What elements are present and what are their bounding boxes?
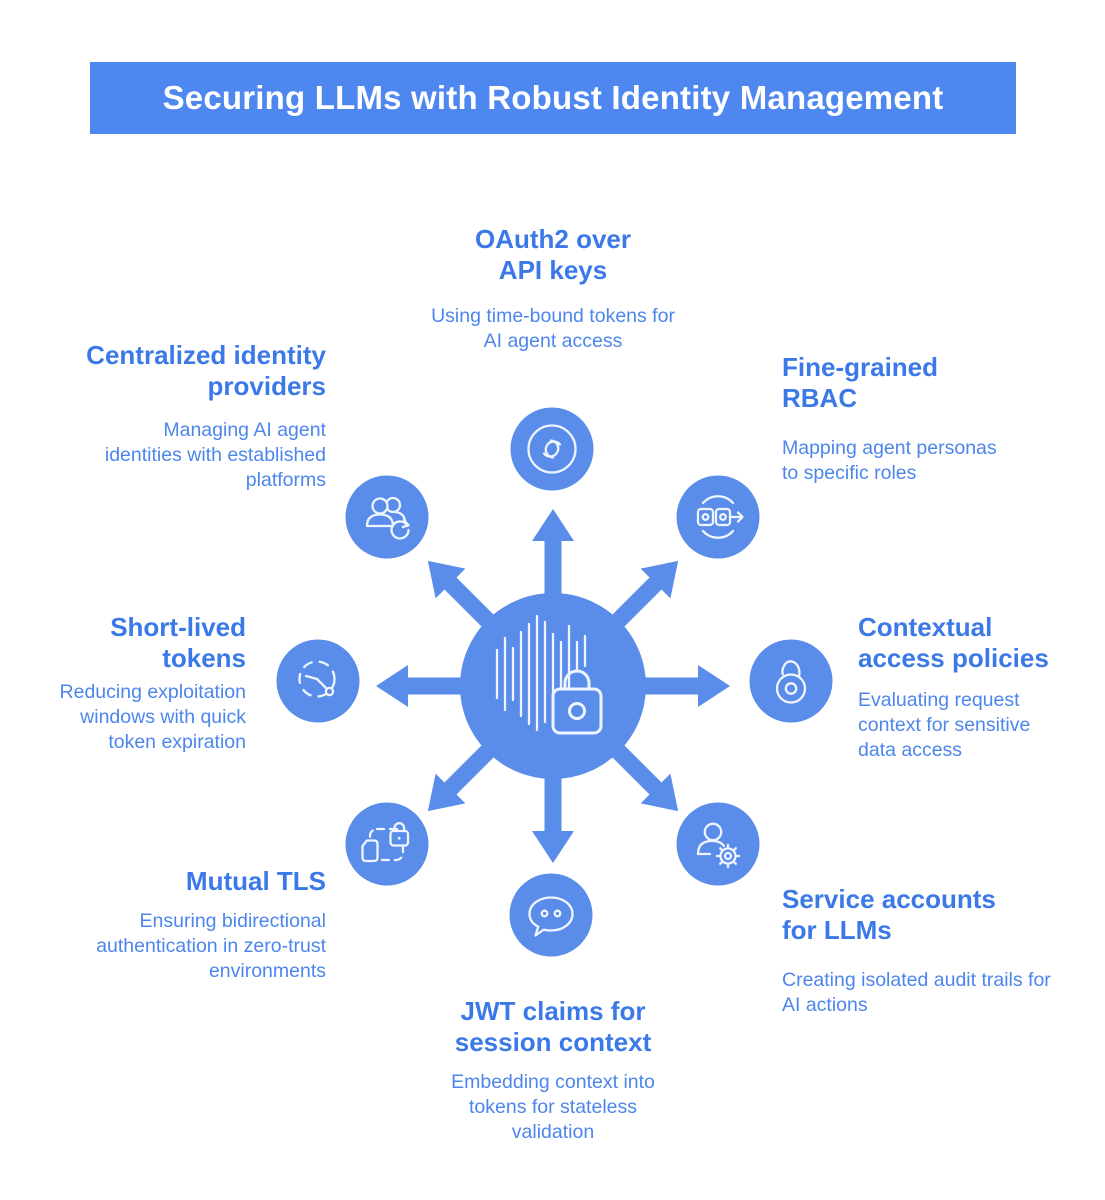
node-circle-contextual (749, 639, 833, 723)
central-hub (460, 593, 646, 779)
node-heading: Fine-grained RBAC (782, 352, 939, 414)
node-circle-jwt (509, 873, 593, 957)
node-circle-short-lived (276, 639, 360, 723)
node-circle-oauth2 (510, 407, 594, 491)
document-lock-icon (361, 822, 410, 863)
node-description: Managing AI agent identities with establ… (104, 419, 326, 492)
node-heading: Centralized identity providers (86, 340, 326, 402)
users-sync-icon (365, 496, 410, 540)
node-heading: Short-lived tokens (110, 612, 246, 674)
node-label-mutual-tls: Mutual TLS Ensuring bidirectional authen… (66, 866, 326, 984)
node-label-contextual-access-policies: Contextual access policies Evaluating re… (858, 612, 1068, 763)
arrow-down (532, 742, 574, 863)
node-description: Embedding context into tokens for statel… (451, 1071, 655, 1144)
title-banner: Securing LLMs with Robust Identity Manag… (90, 62, 1016, 134)
arrow-right (609, 665, 730, 707)
expiring-clock-icon (298, 660, 336, 698)
user-gear-icon (696, 822, 741, 869)
node-description: Reducing exploitation windows with quick… (59, 681, 246, 754)
node-label-jwt-claims-for-session-context: JWT claims for session context Embedding… (398, 996, 708, 1145)
node-circle-identity-providers (345, 475, 429, 559)
node-heading: Service accounts for LLMs (782, 884, 996, 946)
node-description: Evaluating request context for sensitive… (858, 689, 1031, 762)
waveform-lock-icon (495, 614, 603, 735)
node-heading: Mutual TLS (185, 866, 326, 896)
node-circle-service-accounts (676, 802, 760, 886)
node-description: Creating isolated audit trails for AI ac… (782, 969, 1051, 1017)
arrow-left (376, 665, 497, 707)
node-circle-rbac (676, 475, 760, 559)
node-label-centralized-identity-providers: Centralized identity providers Managing … (86, 340, 326, 493)
node-heading: Contextual access policies (858, 612, 1049, 674)
workflow-arrow-icon (696, 495, 744, 539)
open-padlock-icon (775, 660, 807, 704)
node-circle-mutual-tls (345, 802, 429, 886)
page-title: Securing LLMs with Robust Identity Manag… (162, 79, 944, 116)
node-description: Mapping agent personas to specific roles (782, 437, 997, 485)
oauth-link-icon (527, 424, 577, 474)
node-description: Using time-bound tokens for AI agent acc… (431, 305, 675, 353)
node-heading: OAuth2 over API keys (474, 224, 632, 286)
node-label-short-lived-tokens: Short-lived tokens Reducing exploitation… (26, 612, 246, 755)
node-heading: JWT claims for session context (454, 996, 652, 1058)
node-label-oauth2-over-api-keys: OAuth2 over API keys Using time-bound to… (398, 224, 708, 354)
node-label-fine-grained-rbac: Fine-grained RBAC Mapping agent personas… (782, 352, 1032, 486)
arrow-up (532, 509, 574, 630)
node-label-service-accounts-for-llms: Service accounts for LLMs Creating isola… (782, 884, 1072, 1018)
chat-bubble-icon (528, 896, 574, 937)
node-description: Ensuring bidirectional authentication in… (96, 910, 326, 983)
